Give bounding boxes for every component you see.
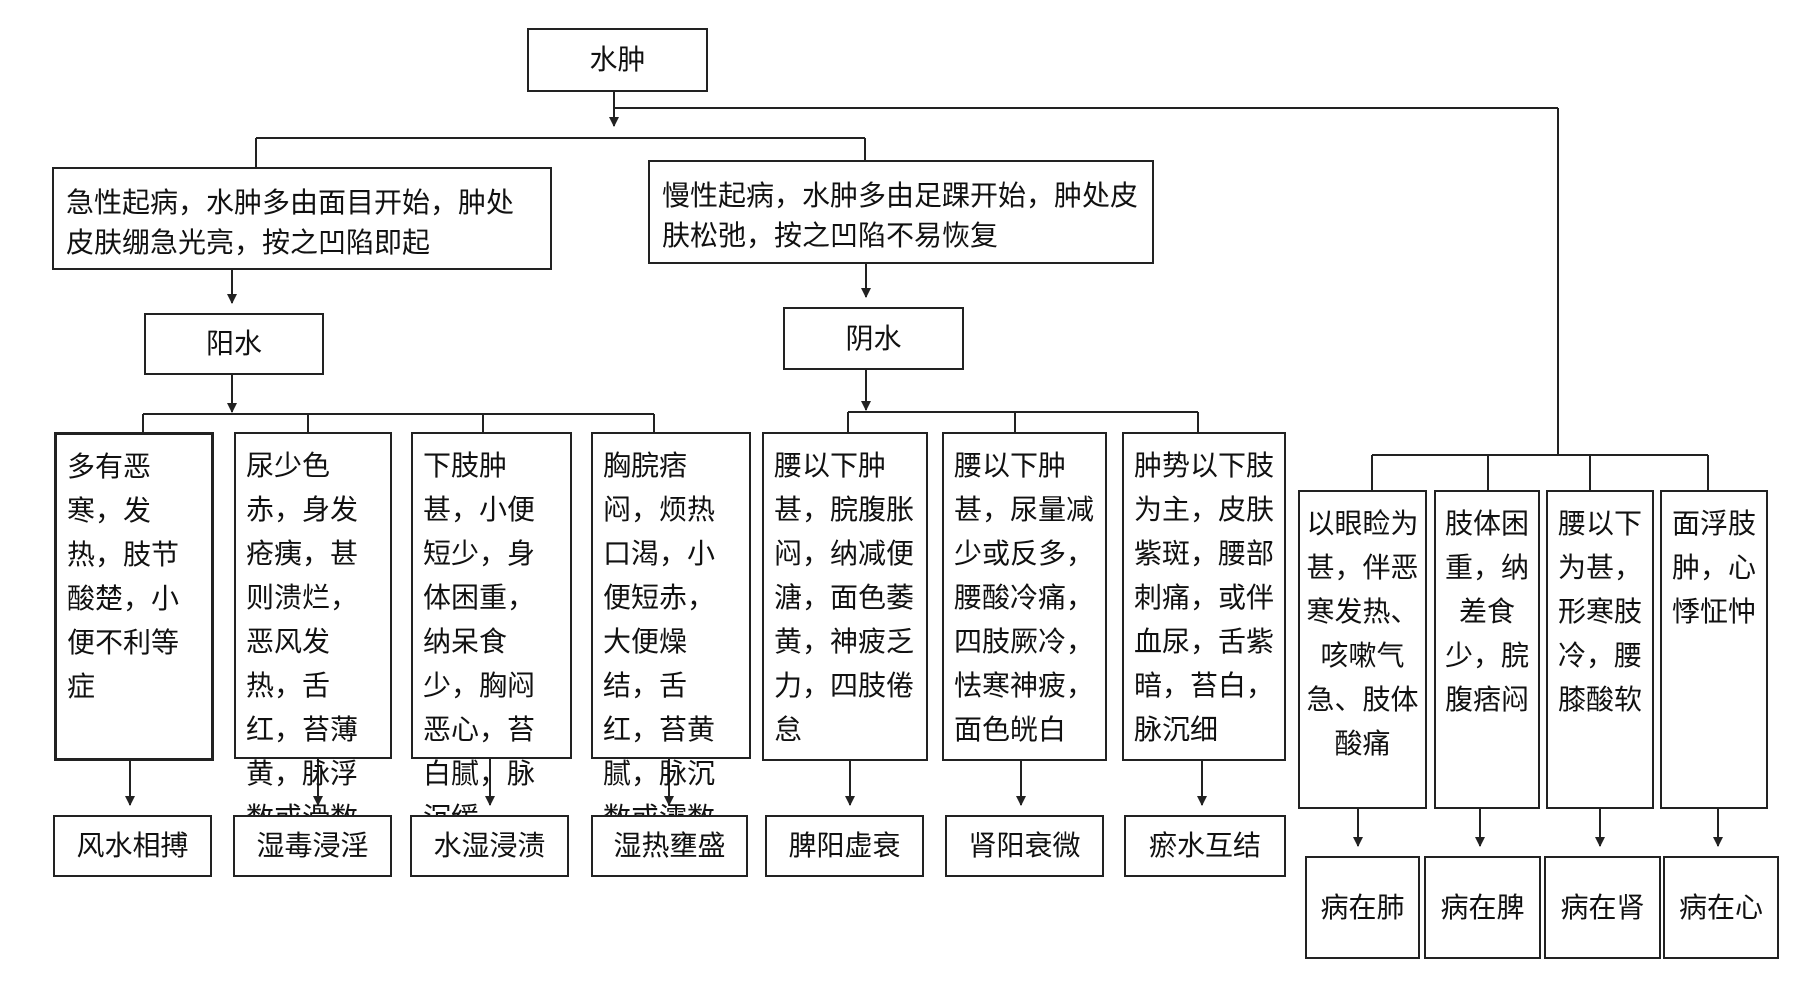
symptom-text: 腰以下肿甚，脘腹胀闷，纳减便溏，面色萎黄，神疲乏力，四肢倦怠 xyxy=(774,449,915,746)
yang-symptom-box: 尿少色赤，身发疮痍，甚则溃烂，恶风发热，舌红，苔薄黄，脉浮数或滑数 xyxy=(234,432,392,834)
symptom-text: 以眼睑为甚，伴恶寒发热、咳嗽气急、肢体酸痛 xyxy=(1306,507,1419,760)
acute-onset-box: 急性起病，水肿多由面目开始，肿处皮肤绷急光亮，按之凹陷即起 xyxy=(52,167,552,270)
pattern-label: 肾阳衰微 xyxy=(968,829,1081,862)
symptom-text: 胸脘痞闷，烦热口渴，小便短赤，大便燥结，舌红，苔黄腻，脉沉数或濡数 xyxy=(603,449,716,834)
symptom-text: 多有恶寒，发热，肢节酸楚，小便不利等症 xyxy=(67,450,180,703)
yin-symptom-box: 肿势以下肢为主，皮肤紫斑，腰部刺痛，或伴血尿，舌紫暗，苔白，脉沉细 xyxy=(1122,432,1286,761)
pattern-box: 脾阳虚衰 xyxy=(765,815,924,877)
yin-symptom-box: 腰以下肿甚，脘腹胀闷，纳减便溏，面色萎黄，神疲乏力，四肢倦怠 xyxy=(762,432,928,761)
organ-result-label: 病在心 xyxy=(1678,890,1763,924)
yang-symptom-box: 胸脘痞闷，烦热口渴，小便短赤，大便燥结，舌红，苔黄腻，脉沉数或濡数 xyxy=(591,432,751,834)
pattern-label: 风水相搏 xyxy=(76,829,189,862)
yang-edema-node: 阳水 xyxy=(144,313,324,375)
organ-symptom-box: 肢体困重，纳差食少，脘腹痞闷 xyxy=(1434,490,1540,809)
yin-symptom-box: 腰以下肿甚，尿量减少或反多，腰酸冷痛，四肢厥冷，怯寒神疲，面色㿠白 xyxy=(942,432,1107,761)
pattern-label: 湿热壅盛 xyxy=(613,829,726,862)
organ-symptom-box: 以眼睑为甚，伴恶寒发热、咳嗽气急、肢体酸痛 xyxy=(1298,490,1427,809)
symptom-text: 腰以下肿甚，尿量减少或反多，腰酸冷痛，四肢厥冷，怯寒神疲，面色㿠白 xyxy=(954,449,1095,746)
organ-result-label: 病在肺 xyxy=(1320,890,1405,924)
organ-result-box: 病在脾 xyxy=(1424,856,1541,959)
root-node: 水肿 xyxy=(527,28,708,92)
symptom-text: 尿少色赤，身发疮痍，甚则溃烂，恶风发热，舌红，苔薄黄，脉浮数或滑数 xyxy=(246,449,359,834)
acute-onset-text: 急性起病，水肿多由面目开始，肿处皮肤绷急光亮，按之凹陷即起 xyxy=(66,186,515,259)
organ-result-label: 病在脾 xyxy=(1440,890,1525,924)
organ-result-box: 病在肾 xyxy=(1544,856,1661,959)
yang-symptom-box: 多有恶寒，发热，肢节酸楚，小便不利等症 xyxy=(54,432,214,761)
organ-symptom-box: 面浮肢肿，心悸怔忡 xyxy=(1660,490,1768,809)
pattern-label: 瘀水互结 xyxy=(1148,829,1261,862)
organ-result-box: 病在心 xyxy=(1663,856,1779,959)
pattern-box: 湿毒浸淫 xyxy=(233,815,392,877)
pattern-box: 风水相搏 xyxy=(53,815,212,877)
yin-edema-label: 阴水 xyxy=(845,321,902,355)
pattern-box: 湿热壅盛 xyxy=(591,815,748,877)
yin-edema-node: 阴水 xyxy=(783,307,964,370)
symptom-text: 肢体困重，纳差食少，脘腹痞闷 xyxy=(1444,507,1529,716)
pattern-box: 水湿浸渍 xyxy=(410,815,569,877)
pattern-label: 水湿浸渍 xyxy=(433,829,546,862)
pattern-box: 瘀水互结 xyxy=(1124,815,1286,877)
pattern-label: 湿毒浸淫 xyxy=(256,829,369,862)
root-label: 水肿 xyxy=(589,43,646,76)
pattern-label: 脾阳虚衰 xyxy=(788,829,901,862)
yang-edema-label: 阳水 xyxy=(205,327,262,360)
symptom-text: 腰以下为甚，形寒肢冷，腰膝酸软 xyxy=(1557,507,1642,716)
symptom-text: 面浮肢肿，心悸怔忡 xyxy=(1671,507,1756,628)
chronic-onset-box: 慢性起病，水肿多由足踝开始，肿处皮肤松弛，按之凹陷不易恢复 xyxy=(648,160,1154,264)
organ-result-label: 病在肾 xyxy=(1560,890,1645,924)
pattern-box: 肾阳衰微 xyxy=(945,815,1104,877)
organ-symptom-box: 腰以下为甚，形寒肢冷，腰膝酸软 xyxy=(1546,490,1654,809)
organ-result-box: 病在肺 xyxy=(1305,856,1420,959)
chronic-onset-text: 慢性起病，水肿多由足踝开始，肿处皮肤松弛，按之凹陷不易恢复 xyxy=(662,179,1139,252)
symptom-text: 肿势以下肢为主，皮肤紫斑，腰部刺痛，或伴血尿，舌紫暗，苔白，脉沉细 xyxy=(1134,449,1275,746)
yang-symptom-box: 下肢肿甚，小便短少，身体困重，纳呆食少，胸闷恶心，苔白腻，脉沉缓 xyxy=(411,432,572,834)
symptom-text: 下肢肿甚，小便短少，身体困重，纳呆食少，胸闷恶心，苔白腻，脉沉缓 xyxy=(423,449,536,834)
